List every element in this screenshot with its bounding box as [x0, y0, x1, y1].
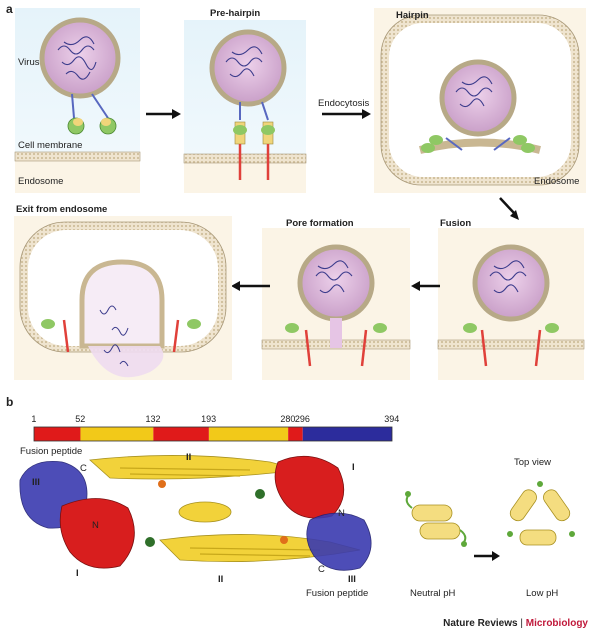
panel-b-letter: b — [6, 395, 14, 409]
domain-bar-frame — [33, 426, 393, 442]
domain-segment-5 — [288, 427, 303, 441]
label-domain-ii-bottom: II — [218, 574, 224, 585]
label-top-view: Top view — [514, 457, 551, 468]
label-domain-ii-top: II — [186, 452, 192, 463]
step-fusion — [437, 228, 585, 380]
label-fusion-peptide-top: Fusion peptide — [20, 446, 83, 457]
domain-tick-193: 193 — [201, 414, 217, 424]
domain-tick-1: 1 — [31, 414, 37, 424]
domain-tick-296: 296 — [294, 414, 310, 424]
arrow-step3-to-fusion — [499, 197, 515, 214]
panel-a-letter: a — [6, 2, 13, 16]
label-neutral-ph: Neutral pH — [410, 588, 456, 599]
domain-map-bar — [33, 426, 393, 442]
domain-segment-3 — [153, 427, 209, 441]
label-exit-from-endosome: Exit from endosome — [16, 204, 108, 215]
step-pre-hairpin — [183, 20, 307, 193]
protein-structure — [19, 455, 372, 571]
label-domain-i-left: I — [76, 568, 79, 579]
label-endosome-right: Endosome — [534, 176, 580, 187]
label-virus: Virus — [18, 57, 40, 68]
label-fusion: Fusion — [440, 218, 472, 229]
label-endocytosis: Endocytosis — [318, 98, 370, 109]
label-c-top: C — [80, 463, 87, 474]
domain-segment-6 — [302, 427, 392, 441]
domain-segment-2 — [80, 427, 154, 441]
label-domain-i-right: I — [352, 462, 355, 473]
domain-segment-4 — [208, 427, 289, 441]
domain-tick-394: 394 — [384, 414, 400, 424]
domain-tick-280: 280 — [280, 414, 296, 424]
journal-name: Nature Reviews — [443, 618, 518, 629]
label-cell-membrane: Cell membrane — [18, 140, 83, 151]
step-pore-formation — [261, 228, 411, 380]
domain-tick-132: 132 — [145, 414, 161, 424]
label-n-left: N — [92, 520, 99, 531]
label-hairpin: Hairpin — [396, 10, 429, 21]
domain-segment-1 — [34, 427, 81, 441]
journal-section: Microbiology — [525, 618, 588, 629]
step-exit-from-endosome — [14, 216, 232, 380]
step-virus-attachment — [14, 8, 141, 193]
label-c-bottom: C — [318, 564, 325, 575]
trimer-schematic — [405, 481, 575, 561]
journal-footer: Nature Reviews | Microbiology — [443, 618, 588, 629]
label-n-right: N — [338, 508, 345, 519]
label-pre-hairpin: Pre-hairpin — [210, 8, 261, 19]
label-low-ph: Low pH — [526, 588, 559, 599]
label-domain-iii-right: III — [348, 574, 356, 585]
label-endosome-left: Endosome — [18, 176, 64, 187]
label-fusion-peptide-bottom: Fusion peptide — [306, 588, 369, 599]
label-pore-formation: Pore formation — [286, 218, 354, 229]
step-hairpin — [374, 8, 586, 193]
footer-separator: | — [520, 618, 523, 629]
label-domain-iii-left: III — [32, 477, 40, 488]
domain-tick-52: 52 — [75, 414, 86, 424]
